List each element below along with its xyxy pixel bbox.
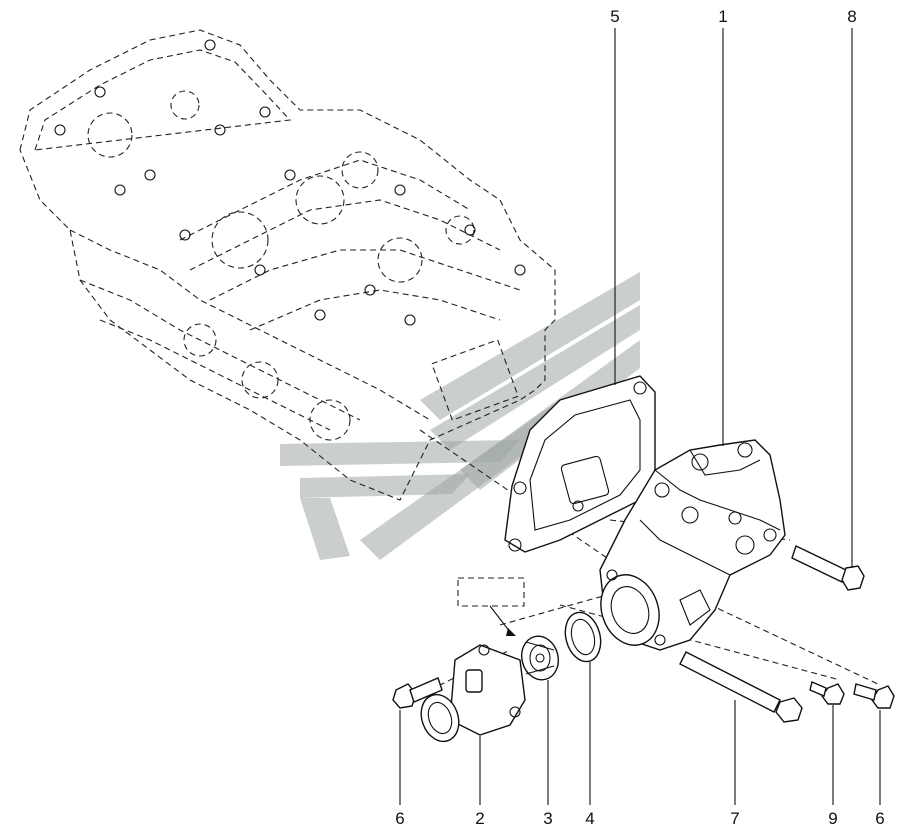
part-bolt-small <box>809 681 845 705</box>
label-part-8: 8 <box>847 7 856 26</box>
part-thermostat-housing <box>599 439 786 651</box>
label-part-6-right: 6 <box>875 809 884 828</box>
label-part-9: 9 <box>828 809 837 828</box>
label-part-2: 2 <box>475 809 484 828</box>
part-bolt-right <box>853 683 895 709</box>
label-part-4: 4 <box>585 809 594 828</box>
part-water-outlet <box>420 644 526 743</box>
callout-arrow <box>489 605 511 633</box>
label-part-5: 5 <box>610 7 619 26</box>
label-part-6-left: 6 <box>395 809 404 828</box>
cylinder-head-dashed <box>19 29 556 501</box>
label-part-7: 7 <box>730 809 739 828</box>
part-bolt-top <box>791 545 865 591</box>
part-o-ring <box>564 611 602 663</box>
part-long-bolt <box>679 651 803 723</box>
label-part-1: 1 <box>718 7 727 26</box>
leader-lines <box>399 28 881 805</box>
part-bolt-left <box>392 677 443 709</box>
callout-dashed-box <box>457 577 525 607</box>
label-part-3: 3 <box>543 809 552 828</box>
part-thermostat <box>521 635 559 681</box>
